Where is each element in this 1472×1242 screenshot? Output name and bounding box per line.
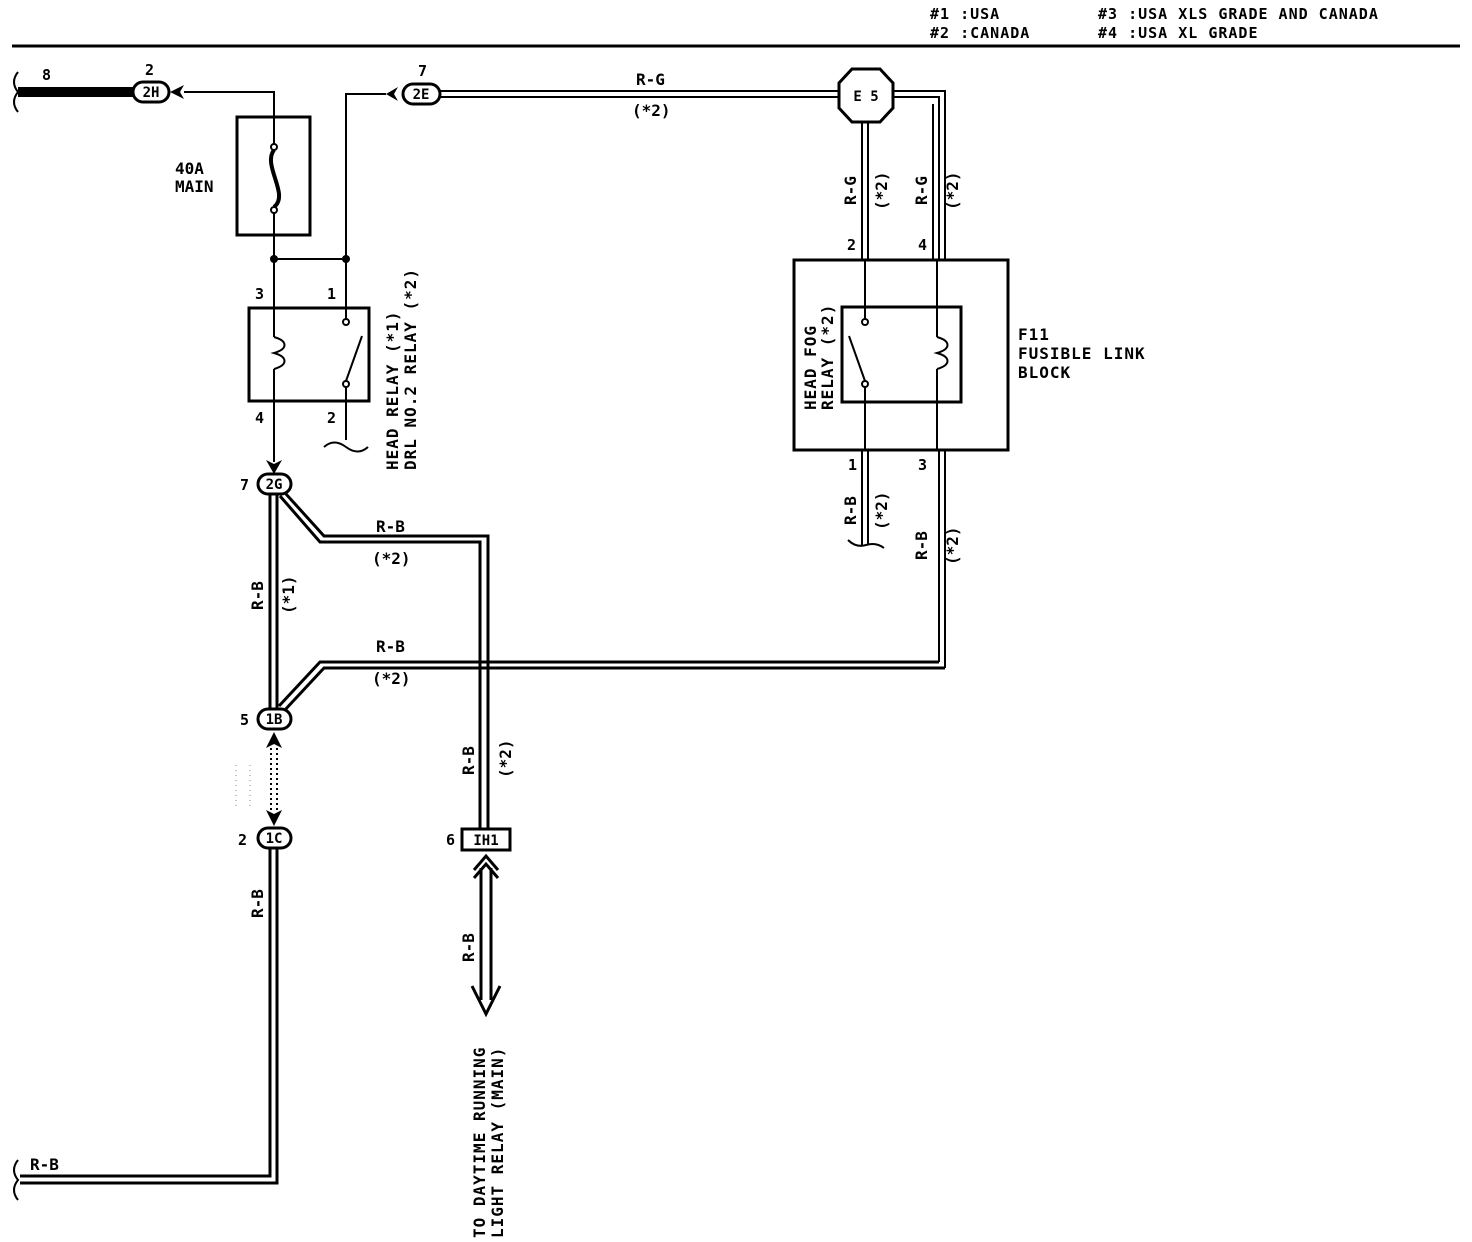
connector-1B-label: 1B <box>266 712 283 728</box>
connector-2G-label: 2G <box>266 477 283 493</box>
connector-E5-label: E 5 <box>853 89 878 105</box>
wire-rb-fog3-label: R-B <box>912 531 931 560</box>
legend-note-3: #3 :USA XLS GRADE AND CANADA <box>1098 5 1379 23</box>
wire-rb-fog1-note: (*2) <box>872 491 891 530</box>
head-relay <box>247 306 371 403</box>
arrow-1B <box>266 732 282 748</box>
wire-to-2E <box>345 93 386 308</box>
connector-2E-pin: 7 <box>418 62 427 80</box>
fog-relay-label-2: RELAY (*2) <box>818 304 837 410</box>
wire-rb-vert-left-label: R-B <box>248 581 267 610</box>
wire-rb-vert-left-note: (*1) <box>279 575 298 614</box>
wire-rg-v2-label: R-G <box>912 176 931 205</box>
junction-dot-1 <box>270 255 278 263</box>
wire-2H-fuse <box>184 91 275 118</box>
connector-IH1-pin: 6 <box>446 831 455 849</box>
wire-2G-1B <box>268 494 279 708</box>
dotted-link-1B-1C <box>235 748 278 810</box>
connector-1B: 1B <box>256 707 293 731</box>
drl-label-2: LIGHT RELAY (MAIN) <box>488 1047 507 1238</box>
wire-branch-mid <box>277 660 945 714</box>
connector-1B-pin: 5 <box>240 711 249 729</box>
wire-1C-bottom <box>13 848 279 1201</box>
head-fog-relay <box>840 260 963 450</box>
fog-pin-4: 4 <box>918 236 927 254</box>
wire-left-thick <box>13 71 134 113</box>
fog-relay-label-1: HEAD FOG <box>801 325 820 410</box>
connector-2E-label: 2E <box>413 87 430 103</box>
fusible-link-label-2: BLOCK <box>1018 363 1071 382</box>
wire-rb-fog1-label: R-B <box>841 496 860 525</box>
fuse-amp-label: 40A <box>175 159 204 178</box>
wire-rb-ih1-below-label: R-B <box>459 933 478 962</box>
connector-2G: 2G <box>256 472 293 496</box>
arrow-2E <box>386 87 398 101</box>
connector-2H-pin: 2 <box>145 61 154 79</box>
wire-rg-top <box>440 90 845 98</box>
arrow-1C <box>266 810 282 826</box>
wire-rg-v1-note: (*2) <box>872 171 891 210</box>
fog-pin-1: 1 <box>848 456 857 474</box>
relay-pin-2: 2 <box>327 409 336 427</box>
wire-rb-1c-label: R-B <box>248 889 267 918</box>
relay-pin-3: 3 <box>255 285 264 303</box>
head-relay-label-2: DRL NO.2 RELAY (*2) <box>401 268 420 470</box>
arrow-2G <box>266 460 282 474</box>
connector-2E: 2E <box>401 82 442 106</box>
break-relay-pin2 <box>323 441 369 453</box>
arrow-2H <box>170 85 184 99</box>
legend-note-1: #1 :USA <box>930 5 1000 23</box>
wire-rb-bottom-label: R-B <box>30 1155 59 1174</box>
wire-rb-branch-top-label: R-B <box>376 517 405 536</box>
connector-1C-label: 1C <box>266 831 283 847</box>
connector-IH1-label: IH1 <box>473 833 498 849</box>
wire-e5-fog4 <box>893 90 946 668</box>
wire-rg-top-note: (*2) <box>632 101 671 120</box>
relay-pin-1: 1 <box>327 285 336 303</box>
wire-rb-fog3-note: (*2) <box>943 526 962 565</box>
drl-label-1: TO DAYTIME RUNNING <box>470 1047 489 1238</box>
fusible-link-label-1: FUSIBLE LINK <box>1018 344 1146 363</box>
wire-fog-pin1 <box>847 450 885 549</box>
fog-pin-3: 3 <box>918 456 927 474</box>
wire-rb-ih1-above-note: (*2) <box>496 739 515 778</box>
connector-2H-label: 2H <box>143 85 160 101</box>
wire-rb-branch-mid-note: (*2) <box>372 669 411 688</box>
wire-ih1-drl <box>470 853 502 1018</box>
connector-IH1: IH1 <box>460 827 512 852</box>
wire-rb-branch-top-note: (*2) <box>372 549 411 568</box>
legend-note-2: #2 :CANADA <box>930 24 1030 42</box>
wire-rg-v1-label: R-G <box>841 176 860 205</box>
fusible-link-id: F11 <box>1018 325 1050 344</box>
pin-left-wire: 8 <box>42 66 51 84</box>
connector-1C: 1C <box>256 826 293 850</box>
fuse-40a-main <box>235 115 312 237</box>
fog-pin-2: 2 <box>847 236 856 254</box>
connector-E5: E 5 <box>837 67 895 124</box>
legend-note-4: #4 :USA XL GRADE <box>1098 24 1259 42</box>
wire-rb-branch-mid-label: R-B <box>376 637 405 656</box>
connector-1C-pin: 2 <box>238 831 247 849</box>
connector-2G-pin: 7 <box>240 476 249 494</box>
wire-branch-top <box>278 492 490 830</box>
fuse-name-label: MAIN <box>175 177 214 196</box>
relay-pin-4: 4 <box>255 409 264 427</box>
head-relay-label-1: HEAD RELAY (*1) <box>383 311 402 471</box>
wire-rg-top-label: R-G <box>636 70 665 89</box>
wire-rb-ih1-above-label: R-B <box>459 746 478 775</box>
wire-rg-v2-note: (*2) <box>943 171 962 210</box>
connector-2H: 2H <box>131 80 171 104</box>
wire-e5-fog2 <box>861 122 869 260</box>
